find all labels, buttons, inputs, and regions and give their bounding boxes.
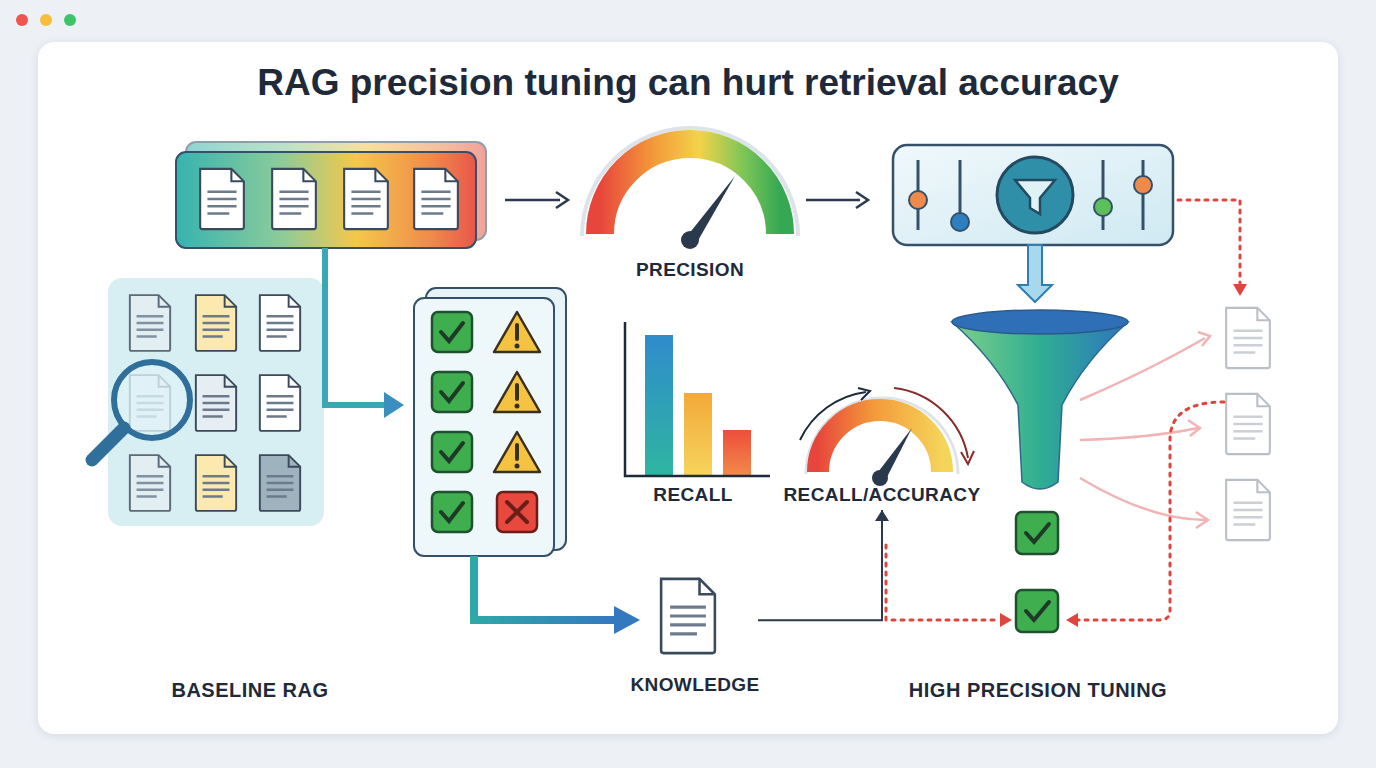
connector-arrow <box>758 510 882 620</box>
node-label: KNOWLEDGE <box>630 674 759 700</box>
section-label: HIGH PRECISION TUNING <box>909 679 1167 702</box>
diagram-node: PRECISION <box>580 140 800 285</box>
diagram-node: RECALL <box>608 315 778 510</box>
section-label: BASELINE RAG <box>171 679 328 702</box>
diagram-title: RAG precision tuning can hurt retrieval … <box>0 62 1376 104</box>
node-label: RECALL/ACCURACY <box>783 484 980 510</box>
diagram-node: RECALL/ACCURACY <box>774 380 990 510</box>
node-label: RECALL <box>653 484 732 510</box>
diagram-node: KNOWLEDGE <box>632 560 758 700</box>
arrow-head <box>875 510 889 521</box>
node-label: PRECISION <box>636 259 744 285</box>
